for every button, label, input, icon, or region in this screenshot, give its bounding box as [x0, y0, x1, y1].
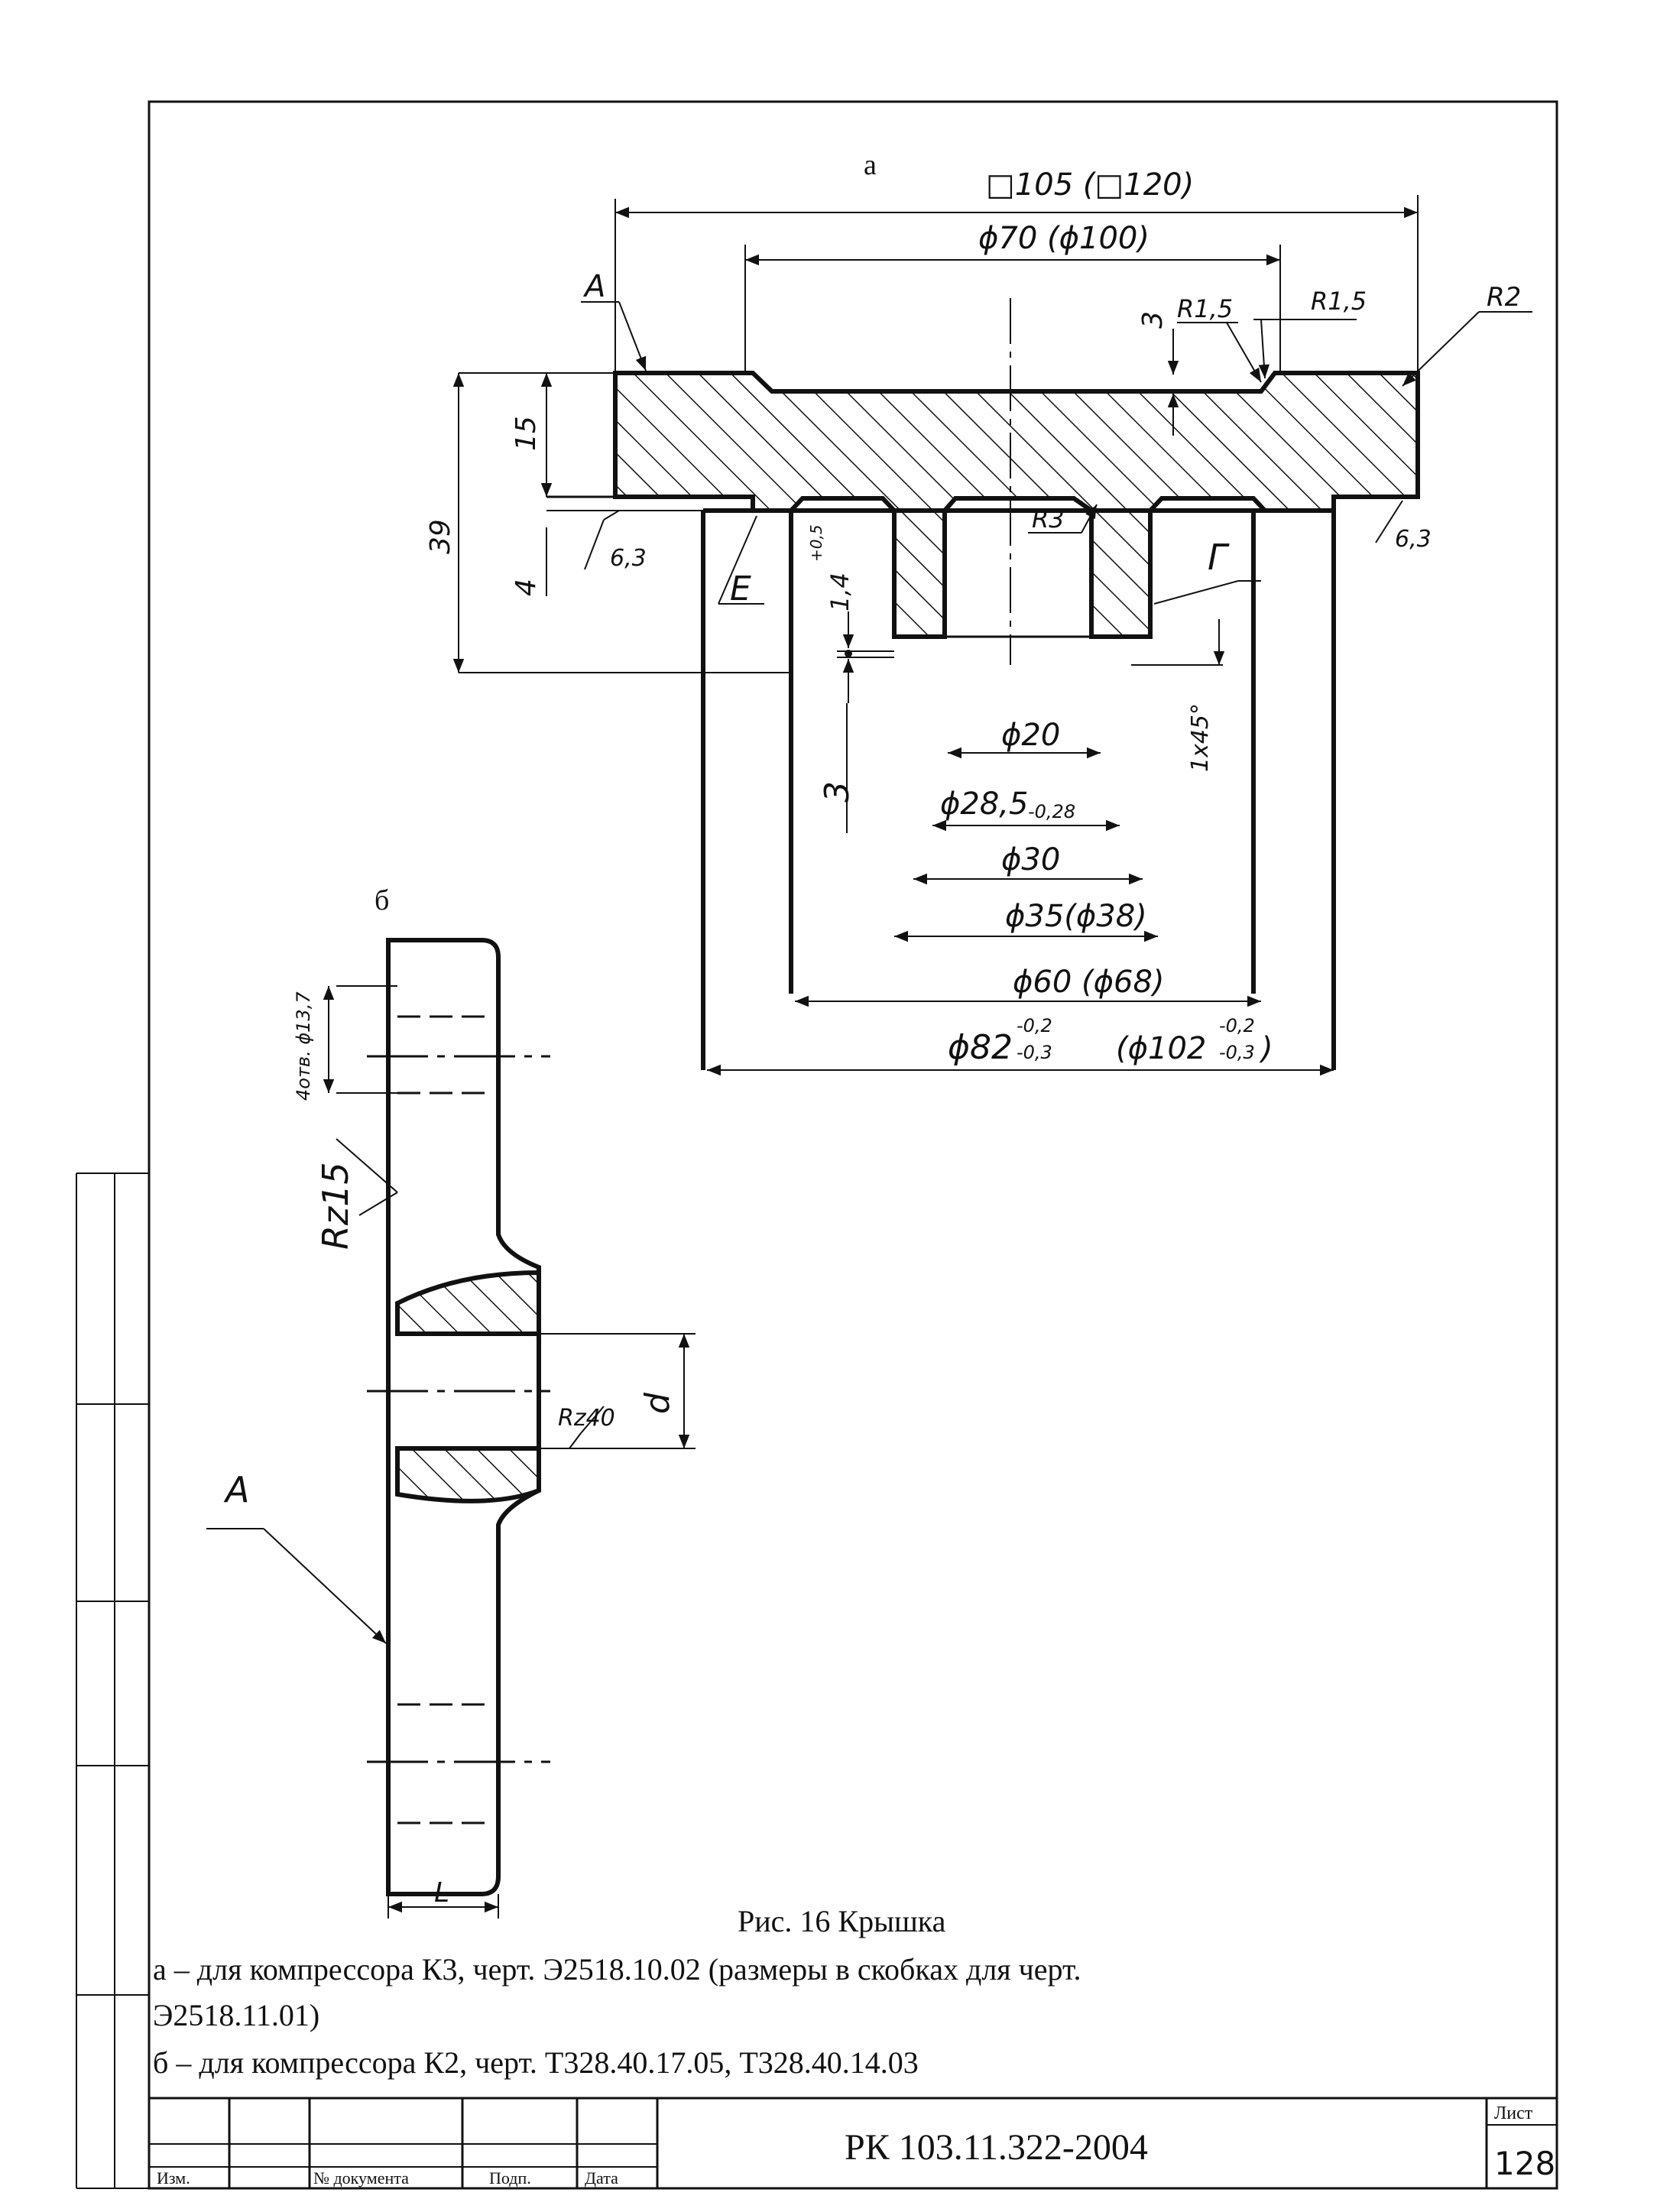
dim-4: 4	[511, 579, 542, 596]
caption-line2: Э2518.11.01)	[153, 1998, 319, 2032]
col-date: Дата	[585, 2168, 618, 2188]
caption: Рис. 16 Крышка а – для компрессора К3, ч…	[153, 1904, 1081, 2080]
title-block: Изм. № документа Подп. Дата РК 103.11.32…	[149, 2097, 1557, 2188]
dim-phi102-close: )	[1259, 1031, 1273, 1066]
boss-section-bottom	[395, 1446, 541, 1503]
dim-14-tol: +0,5	[807, 524, 825, 562]
col-izm: Изм.	[157, 2168, 190, 2188]
dim-three-top: 3	[1137, 311, 1169, 329]
col-sign: Подп.	[489, 2168, 531, 2188]
dim-holes: 4отв. ϕ13,7	[293, 991, 314, 1101]
dim-phi82-lo: -0,3	[1017, 1042, 1052, 1063]
sheet-frame	[76, 100, 1558, 2190]
boss-section-top	[395, 1270, 541, 1336]
hub-outline	[546, 495, 1336, 1070]
sheet-number: 128	[1494, 2145, 1555, 2182]
dim-r3: R3	[1032, 504, 1065, 534]
dim-phi102: (ϕ102	[1116, 1031, 1206, 1066]
dim-phi60: ϕ60 (ϕ68)	[1013, 965, 1165, 1000]
view-b: б 4отв. ϕ13,7 Rz15 d Rz40	[206, 884, 696, 1918]
dim-phi285-tol: -0,28	[1028, 801, 1075, 822]
flange-outline	[386, 938, 541, 1896]
dim-l: L	[434, 1877, 449, 1909]
col-doc: № документа	[313, 2168, 409, 2188]
rough-rz15: Rz15	[315, 1162, 356, 1250]
dim-r15-a: R1,5	[1177, 294, 1233, 323]
view-b-label: б	[375, 884, 389, 916]
leader-a: A	[582, 269, 605, 304]
label-g: Г	[1208, 537, 1230, 578]
view-a: а □105 (□120) ϕ70 (ϕ100) A R1,5	[425, 149, 1532, 1076]
rough-left: 6,3	[610, 545, 647, 572]
dim-15: 15	[511, 416, 542, 451]
rough-right: 6,3	[1395, 526, 1432, 553]
dim-14: 1,4	[825, 572, 854, 611]
dim-phi35: ϕ35(ϕ38)	[1005, 899, 1147, 934]
dim-phi285: ϕ28,5	[940, 787, 1028, 822]
dim-phi102-up: -0,2	[1219, 1015, 1255, 1036]
leader-b-a: A	[223, 1469, 249, 1510]
dim-phi70: ϕ70 (ϕ100)	[978, 221, 1150, 256]
dim-square: □105 (□120)	[986, 167, 1194, 203]
dim-r15-b: R1,5	[1311, 287, 1367, 316]
doc-code: РК 103.11.322-2004	[845, 2127, 1148, 2168]
dim-39: 39	[425, 519, 456, 554]
dim-r2: R2	[1487, 282, 1521, 313]
dim-phi20: ϕ20	[1001, 718, 1060, 753]
caption-line3: б – для компрессора К2, черт. Т328.40.17…	[153, 2045, 919, 2080]
dim-phi82: ϕ82	[948, 1028, 1013, 1067]
dim-three-side: 3	[818, 781, 857, 803]
dim-phi102-lo: -0,3	[1219, 1042, 1255, 1063]
dim-phi82-up: -0,2	[1017, 1015, 1052, 1036]
view-a-label: а	[864, 149, 877, 181]
dim-phi30: ϕ30	[1001, 842, 1060, 877]
label-e: E	[730, 569, 751, 608]
sheet-label: Лист	[1494, 2103, 1533, 2123]
caption-title: Рис. 16 Крышка	[738, 1904, 946, 1938]
dim-d: d	[638, 1392, 677, 1414]
dim-chamfer: 1x45°	[1187, 703, 1214, 772]
caption-line1: а – для компрессора К3, черт. Э2518.10.0…	[153, 1952, 1081, 1987]
